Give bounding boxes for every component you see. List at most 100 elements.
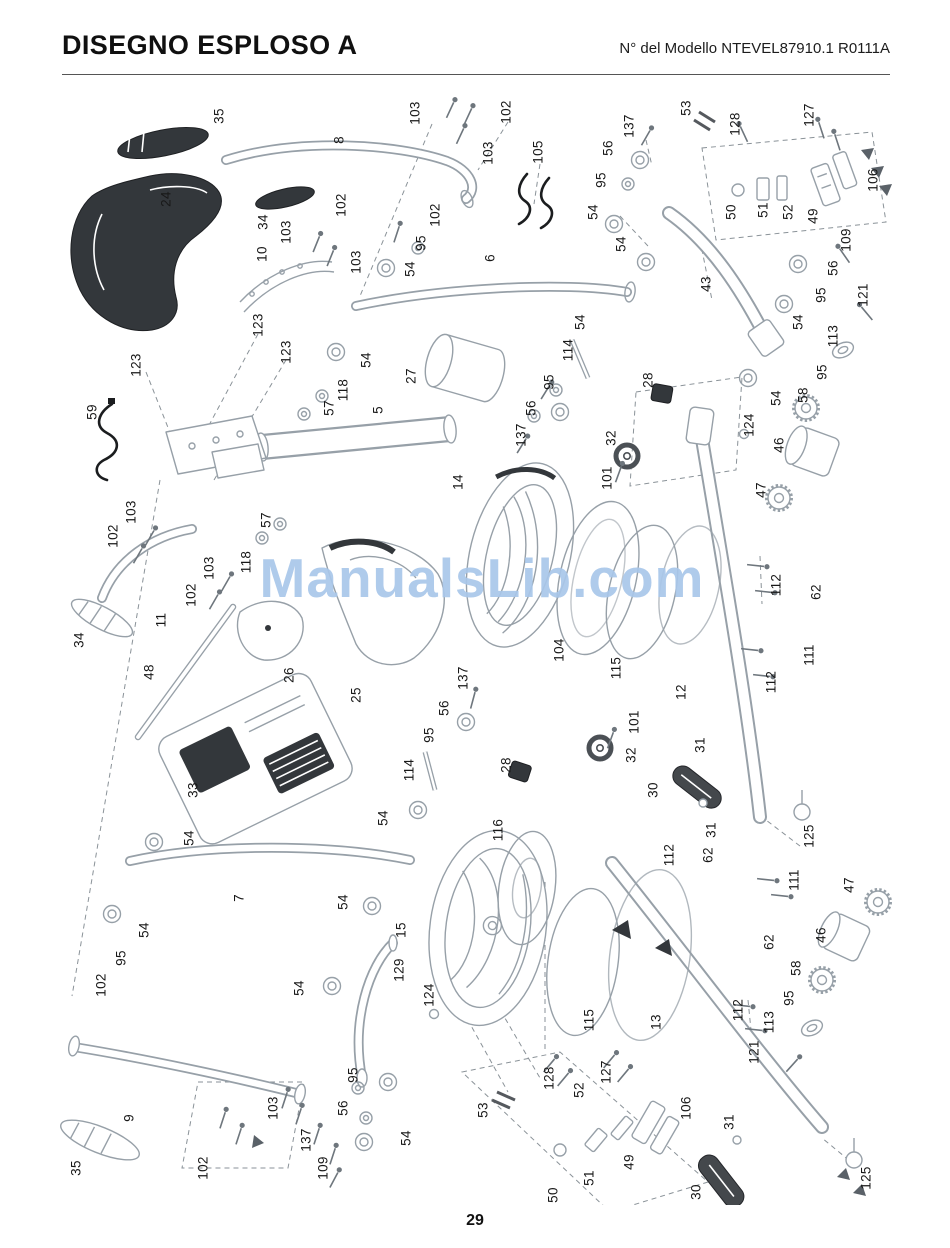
part-number-label: 24 <box>158 191 174 207</box>
part-number-label: 32 <box>623 747 639 763</box>
part-hardware-50-51-49-bottom <box>553 1115 634 1157</box>
part-number-label: 115 <box>608 656 624 680</box>
part-number-label: 48 <box>141 664 157 680</box>
part-number-label: 53 <box>475 1102 491 1118</box>
part-number-label: 13 <box>648 1014 664 1030</box>
model-number: N° del Modello NTEVEL87910.1 R0111A <box>619 40 890 57</box>
part-number-label: 49 <box>805 208 821 224</box>
part-number-label: 121 <box>855 283 871 307</box>
part-number-label: 114 <box>401 758 417 782</box>
part-number-label: 54 <box>790 314 806 330</box>
part-number-label: 14 <box>450 474 466 490</box>
part-number-label: 125 <box>858 1166 874 1190</box>
part-number-label: 102 <box>427 203 443 227</box>
part-number-label: 103 <box>201 556 217 580</box>
part-number-label: 54 <box>375 810 391 826</box>
part-number-label: 50 <box>545 1187 561 1203</box>
part-rod-114-top <box>569 339 591 379</box>
part-number-label: 58 <box>788 960 804 976</box>
part-number-label: 15 <box>393 922 409 938</box>
part-number-label: 54 <box>136 922 152 938</box>
part-number-label: 129 <box>391 958 407 982</box>
part-panel-right <box>658 525 722 645</box>
part-number-label: 118 <box>238 550 254 574</box>
part-number-label: 102 <box>93 973 109 997</box>
part-pin-31-bottom <box>732 1135 742 1145</box>
part-number-label: 26 <box>281 667 297 683</box>
part-number-label: 95 <box>113 950 129 966</box>
page-header: DISEGNO ESPLOSO A N° del Modello NTEVEL8… <box>62 30 890 61</box>
part-pin-31-top <box>698 798 708 808</box>
part-number-label: 8 <box>331 136 347 144</box>
part-disc-115-bottom <box>546 868 693 1042</box>
part-number-label: 11 <box>153 612 169 628</box>
part-endcap-30-top <box>672 765 722 809</box>
part-number-label: 47 <box>841 877 857 893</box>
part-number-label: 103 <box>265 1096 281 1120</box>
part-cylinder-46-bottom <box>817 911 871 962</box>
part-number-label: 56 <box>335 1100 351 1116</box>
part-number-label: 35 <box>68 1160 84 1176</box>
part-number-label: 59 <box>84 404 100 420</box>
part-number-label: 127 <box>801 103 817 127</box>
part-plates-106-top <box>810 151 858 207</box>
part-number-label: 50 <box>723 204 739 220</box>
part-number-label: 47 <box>753 482 769 498</box>
part-number-label: 54 <box>335 894 351 910</box>
part-number-label: 124 <box>741 413 757 437</box>
part-number-label: 95 <box>421 727 437 743</box>
part-disc-104 <box>556 500 640 656</box>
part-leveler-125-bottom <box>845 1138 863 1169</box>
part-disc-116 <box>497 830 557 946</box>
part-number-label: 46 <box>813 927 829 943</box>
part-number-label: 112 <box>768 573 784 597</box>
part-number-label: 112 <box>661 843 677 867</box>
part-number-label: 57 <box>321 400 337 416</box>
part-number-label: 109 <box>838 228 854 252</box>
part-number-label: 56 <box>523 400 539 416</box>
frame-tubes <box>67 145 822 1127</box>
part-number-label: 123 <box>128 353 144 377</box>
part-number-label: 12 <box>673 684 689 700</box>
part-number-label: 137 <box>298 1128 314 1152</box>
part-number-label: 95 <box>814 364 830 380</box>
part-number-label: 9 <box>121 1114 137 1122</box>
part-number-label: 27 <box>403 368 419 384</box>
part-number-label: 115 <box>581 1008 597 1032</box>
part-number-label: 54 <box>358 352 374 368</box>
part-number-label: 103 <box>278 220 294 244</box>
part-number-label: 121 <box>746 1040 762 1064</box>
part-leveler-125-top <box>793 790 811 821</box>
part-number-label: 7 <box>231 894 247 902</box>
part-number-label: 114 <box>560 338 576 362</box>
part-number-label: 103 <box>480 141 496 165</box>
part-number-label: 51 <box>581 1170 597 1186</box>
part-handlebar-post <box>70 173 222 332</box>
part-pin-53-top <box>693 110 716 132</box>
part-number-label: 116 <box>490 818 506 842</box>
part-number-label: 95 <box>813 287 829 303</box>
part-number-label: 113 <box>761 1010 777 1034</box>
part-number-label: 6 <box>482 254 498 262</box>
part-number-label: 5 <box>370 406 386 414</box>
part-number-label: 105 <box>530 140 546 164</box>
part-number-label: 54 <box>613 236 629 252</box>
part-grip-34-top <box>255 186 315 210</box>
part-number-label: 28 <box>640 372 656 388</box>
part-number-label: 54 <box>398 1130 414 1146</box>
part-cylinder-27 <box>424 333 506 403</box>
part-endcap-30-bottom <box>697 1154 745 1205</box>
part-cable-59 <box>95 398 119 482</box>
part-number-label: 56 <box>825 260 841 276</box>
part-number-label: 101 <box>626 710 642 734</box>
part-number-label: 113 <box>825 324 841 348</box>
part-number-label: 102 <box>333 193 349 217</box>
part-number-label: 54 <box>181 830 197 846</box>
part-grip-35-top <box>117 127 209 159</box>
part-shroud-25 <box>321 538 445 666</box>
part-number-label: 106 <box>865 168 881 192</box>
part-cables-105 <box>517 172 554 230</box>
part-number-label: 54 <box>768 390 784 406</box>
